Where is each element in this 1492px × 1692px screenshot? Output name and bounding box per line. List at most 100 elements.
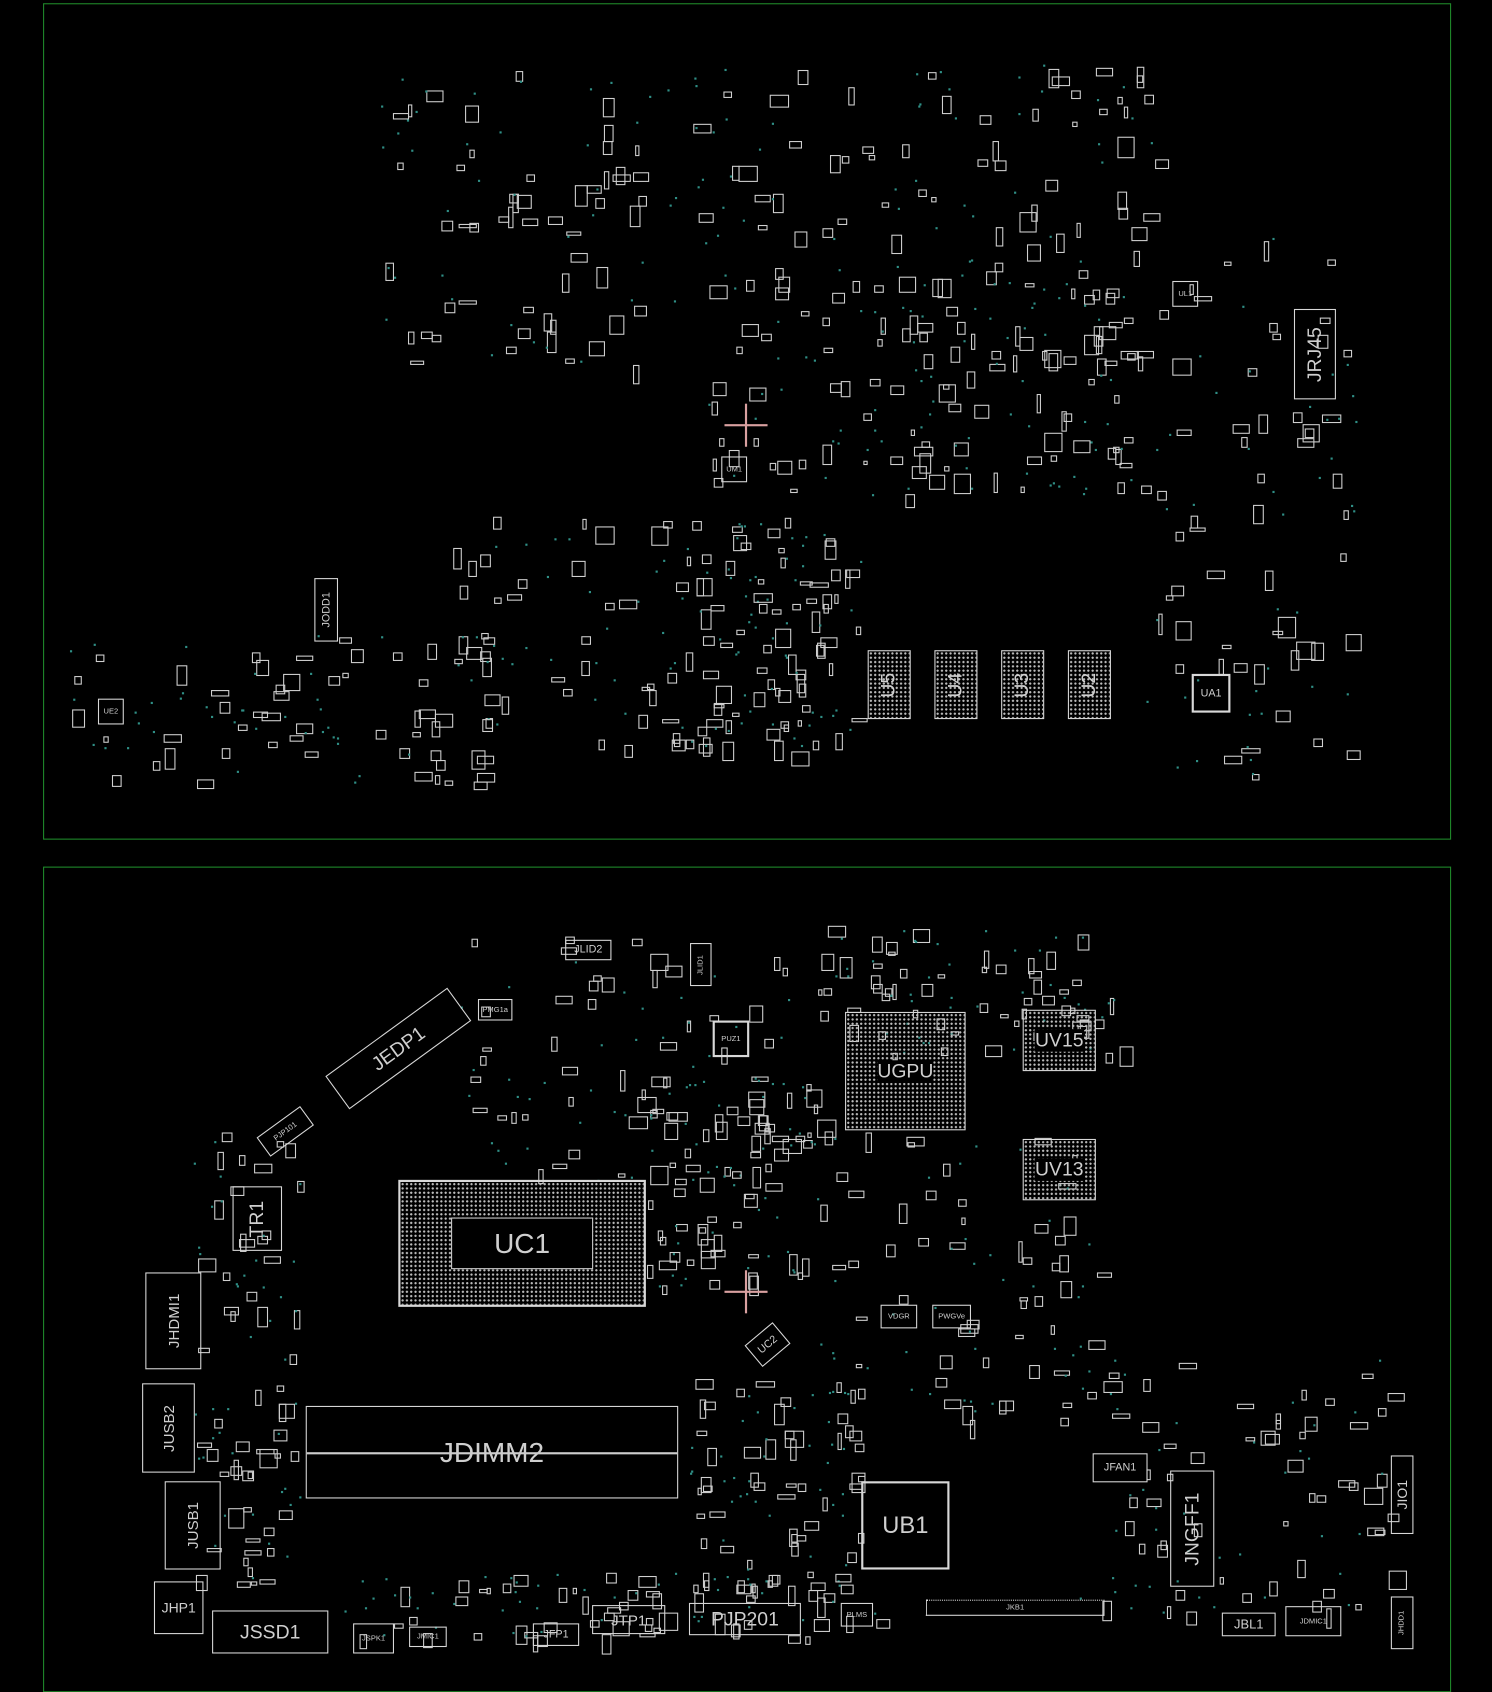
smd-component <box>828 926 847 938</box>
component-u5[interactable]: U5 <box>867 650 911 720</box>
component-jdmic1[interactable]: JDMIC1 <box>1285 1606 1342 1637</box>
smd-component <box>603 171 609 190</box>
smd-component <box>351 648 364 664</box>
component-ugpu[interactable]: UGPU <box>845 1011 966 1131</box>
smd-component <box>753 593 773 603</box>
smd-component <box>822 1496 828 1511</box>
via <box>1031 1285 1035 1288</box>
component-tr1[interactable]: TR1 <box>232 1186 283 1251</box>
smd-component <box>458 1580 470 1594</box>
via <box>1263 1596 1266 1600</box>
component-uc1[interactable]: UC1 <box>398 1179 646 1307</box>
component-jio1[interactable]: JIO1 <box>1390 1455 1414 1535</box>
via <box>1299 1450 1302 1453</box>
component-ua1[interactable]: UA1 <box>1191 673 1231 713</box>
component-jodd1[interactable]: JODD1 <box>314 578 339 642</box>
smd-component <box>633 365 640 385</box>
component-jusb1[interactable]: JUSB1 <box>164 1481 221 1570</box>
component-jbl1[interactable]: JBL1 <box>1221 1612 1276 1637</box>
smd-component <box>566 231 582 237</box>
component-uv15[interactable]: UV15 <box>1022 1009 1096 1072</box>
component-jhdmi1[interactable]: JHDMI1 <box>145 1272 202 1370</box>
via <box>1109 379 1112 382</box>
component-plms[interactable]: PLMS <box>840 1602 874 1627</box>
component-u4[interactable]: U4 <box>934 650 978 720</box>
smd-component <box>1108 1372 1120 1379</box>
smd-component <box>1272 630 1284 636</box>
label: JSPK1 <box>362 1634 386 1643</box>
smd-component <box>958 1199 967 1207</box>
component-pmg1a[interactable]: PMG1a <box>477 998 513 1021</box>
smd-component <box>832 292 846 304</box>
via <box>513 193 516 196</box>
smd-component <box>1172 358 1192 376</box>
smd-component <box>774 740 784 761</box>
via <box>657 1583 660 1586</box>
component-uv13[interactable]: UV13 <box>1022 1138 1096 1201</box>
via <box>910 1000 913 1003</box>
smd-component <box>1109 322 1123 328</box>
component-pjp201[interactable]: PJP201 <box>688 1602 801 1636</box>
component-u2[interactable]: U2 <box>1067 650 1111 720</box>
component-jmic1[interactable]: JMIC1 <box>409 1626 447 1648</box>
component-jrj45[interactable]: JRJ45 <box>1293 308 1336 400</box>
smd-component <box>214 1199 225 1220</box>
smd-component <box>661 1285 668 1296</box>
via <box>916 73 919 76</box>
smd-component <box>700 1239 715 1259</box>
via <box>907 488 910 491</box>
component-jfan1[interactable]: JFAN1 <box>1092 1453 1148 1483</box>
component-jhp1[interactable]: JHP1 <box>153 1581 204 1635</box>
via <box>707 1170 710 1174</box>
component-jspk1[interactable]: JSPK1 <box>353 1623 394 1654</box>
via <box>726 118 729 121</box>
component-jdimm2[interactable]: JDIMM2 <box>305 1405 679 1499</box>
component-um1[interactable]: UM1 <box>721 456 748 483</box>
smd-component <box>751 1135 761 1152</box>
smd-component <box>469 149 475 158</box>
component-jkb1[interactable]: JKB1 <box>925 1599 1105 1616</box>
smd-component <box>769 463 777 471</box>
component-jlid2[interactable]: JLID2 <box>565 939 612 961</box>
smd-component <box>820 1011 829 1022</box>
via <box>793 1271 796 1274</box>
via <box>1113 999 1116 1002</box>
smd-component <box>799 580 813 587</box>
smd-component <box>829 383 843 394</box>
via <box>1134 1584 1137 1588</box>
via <box>1043 288 1046 291</box>
label: PJP201 <box>710 1607 779 1630</box>
component-jfp1[interactable]: JFP1 <box>532 1623 580 1646</box>
component-ue2[interactable]: UE2 <box>97 698 124 725</box>
smd-component <box>236 1440 250 1453</box>
via <box>663 559 666 562</box>
via <box>835 709 838 712</box>
component-jusb2[interactable]: JUSB2 <box>142 1383 195 1473</box>
via <box>262 1234 266 1237</box>
via <box>833 237 836 241</box>
smd-component <box>595 197 606 210</box>
smd-component <box>435 714 454 728</box>
via <box>631 1176 634 1180</box>
component-u3[interactable]: U3 <box>1001 650 1045 720</box>
smd-component <box>206 1449 219 1462</box>
component-vdgr[interactable]: VDGR <box>880 1304 918 1329</box>
component-jngff1[interactable]: JNGFF1 <box>1170 1470 1215 1587</box>
component-jlid1[interactable]: JLID1 <box>690 943 712 987</box>
smd-component <box>746 1595 756 1603</box>
component-puz1[interactable]: PUZ1 <box>712 1020 750 1058</box>
component-ul1[interactable]: UL1 <box>1172 280 1199 307</box>
component-pwgve[interactable]: PWGVe <box>932 1304 972 1329</box>
smd-component <box>221 748 231 759</box>
smd-component <box>1272 333 1281 341</box>
via <box>748 1606 751 1609</box>
component-jtp1[interactable]: JTP1 <box>592 1605 666 1635</box>
component-jhdd1[interactable]: JHDD1 <box>1390 1596 1414 1650</box>
smd-component <box>432 335 442 343</box>
component-ub1[interactable]: UB1 <box>861 1481 950 1570</box>
smd-component <box>664 1122 679 1140</box>
component-jssd1[interactable]: JSSD1 <box>212 1610 329 1654</box>
smd-component <box>837 218 847 226</box>
smd-component <box>1028 958 1035 974</box>
